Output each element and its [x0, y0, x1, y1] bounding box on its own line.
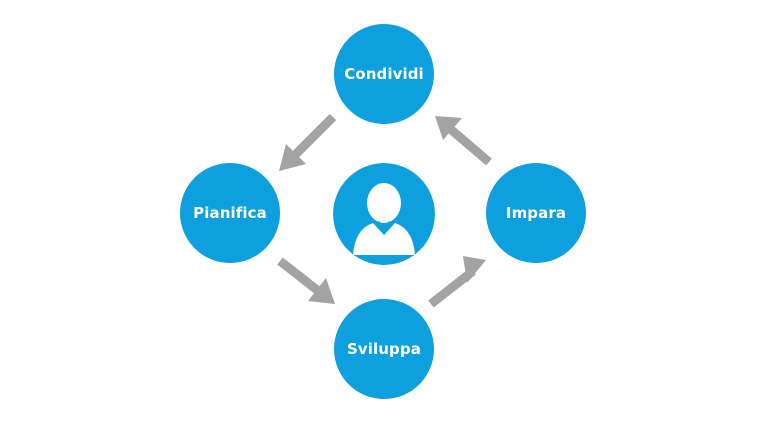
node-impara-label: Impara: [505, 204, 567, 222]
arrow-condividi-to-pianifica: [279, 113, 337, 171]
node-condividi: Condividi: [334, 24, 434, 124]
node-pianifica: Pianifica: [180, 163, 280, 263]
arrow-sviluppa-to-impara: [428, 256, 486, 308]
user-silhouette-icon: [333, 163, 435, 265]
node-sviluppa-label: Sviluppa: [347, 340, 421, 358]
node-sviluppa: Sviluppa: [334, 299, 434, 399]
node-condividi-label: Condividi: [344, 65, 424, 83]
arrow-pianifica-to-sviluppa: [277, 257, 335, 304]
arrow-impara-to-condividi: [435, 116, 492, 166]
center-user-node: [333, 163, 435, 265]
node-pianifica-label: Pianifica: [193, 204, 267, 222]
node-impara: Impara: [486, 163, 586, 263]
